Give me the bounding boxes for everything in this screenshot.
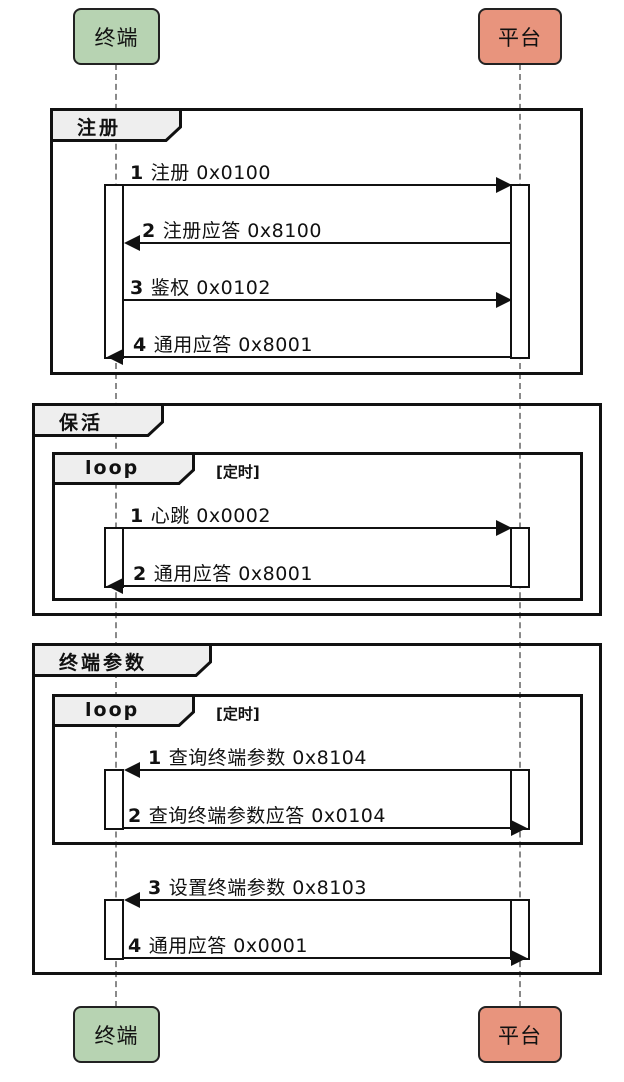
message-text: 查询终端参数应答 0x0104 xyxy=(148,805,386,827)
message-number: 2 xyxy=(142,220,156,242)
frame-params-label: 终端参数 xyxy=(59,652,148,674)
message-text: 注册 0x0100 xyxy=(150,162,271,184)
message-text: 设置终端参数 0x8103 xyxy=(168,877,367,899)
message-text: 通用应答 0x0001 xyxy=(148,935,308,957)
message-text: 通用应答 0x8001 xyxy=(153,334,313,356)
arrowhead-right xyxy=(496,292,512,308)
arrowhead-left xyxy=(124,235,140,251)
arrowhead-left xyxy=(124,892,140,908)
participant-terminal-bottom: 终端 xyxy=(73,1006,160,1063)
loop-frame-params: loop [定时] xyxy=(52,694,583,845)
arrowhead-left xyxy=(107,349,123,365)
arrowhead-right xyxy=(511,820,527,836)
message-number: 2 xyxy=(133,563,147,585)
activation-terminal-params-loop xyxy=(104,769,124,830)
frame-keepalive-label: 保活 xyxy=(59,412,104,434)
frame-register-label: 注册 xyxy=(77,117,122,139)
message-number: 4 xyxy=(133,334,147,356)
message-text: 通用应答 0x8001 xyxy=(153,563,313,585)
message-number: 1 xyxy=(130,162,144,184)
participant-platform-top: 平台 xyxy=(478,8,562,65)
loop-condition: [定时] xyxy=(216,463,260,481)
message-number: 4 xyxy=(128,935,142,957)
loop-frame-keepalive: loop [定时] xyxy=(52,452,583,601)
message-text: 查询终端参数 0x8104 xyxy=(168,747,367,769)
frame-register-tab xyxy=(50,108,182,142)
message-number: 2 xyxy=(128,805,142,827)
message-number: 1 xyxy=(148,747,162,769)
activation-platform-register xyxy=(510,184,530,359)
message-text: 鉴权 0x0102 xyxy=(150,277,271,299)
activation-terminal-params-tail xyxy=(104,899,124,960)
participant-platform-label: 平台 xyxy=(498,1023,542,1048)
loop-keepalive-tab xyxy=(52,452,195,485)
frame-keepalive-tab xyxy=(32,403,164,437)
participant-platform-bottom: 平台 xyxy=(478,1006,562,1063)
frame-register: 注册 xyxy=(50,108,583,375)
arrowhead-left xyxy=(107,578,123,594)
arrowhead-right xyxy=(511,950,527,966)
arrowhead-left xyxy=(124,762,140,778)
loop-keyword: loop xyxy=(85,457,140,479)
participant-terminal-label: 终端 xyxy=(94,25,139,50)
loop-keyword: loop xyxy=(85,699,140,721)
message-text: 注册应答 0x8100 xyxy=(162,220,322,242)
activation-terminal-register xyxy=(104,184,124,359)
loop-condition: [定时] xyxy=(216,705,260,723)
loop-params-tab xyxy=(52,694,195,727)
message-number: 3 xyxy=(130,277,144,299)
message-number: 1 xyxy=(130,505,144,527)
frame-keepalive: 保活 xyxy=(32,403,602,616)
arrowhead-right xyxy=(496,177,512,193)
participant-terminal-label: 终端 xyxy=(94,1023,139,1048)
activation-platform-keepalive xyxy=(510,527,530,588)
frame-params: 终端参数 xyxy=(32,643,602,975)
frame-params-tab xyxy=(32,643,212,677)
participant-terminal-top: 终端 xyxy=(73,8,160,65)
participant-platform-label: 平台 xyxy=(498,25,542,50)
message-number: 3 xyxy=(148,877,162,899)
message-text: 心跳 0x0002 xyxy=(150,505,271,527)
arrowhead-right xyxy=(496,520,512,536)
